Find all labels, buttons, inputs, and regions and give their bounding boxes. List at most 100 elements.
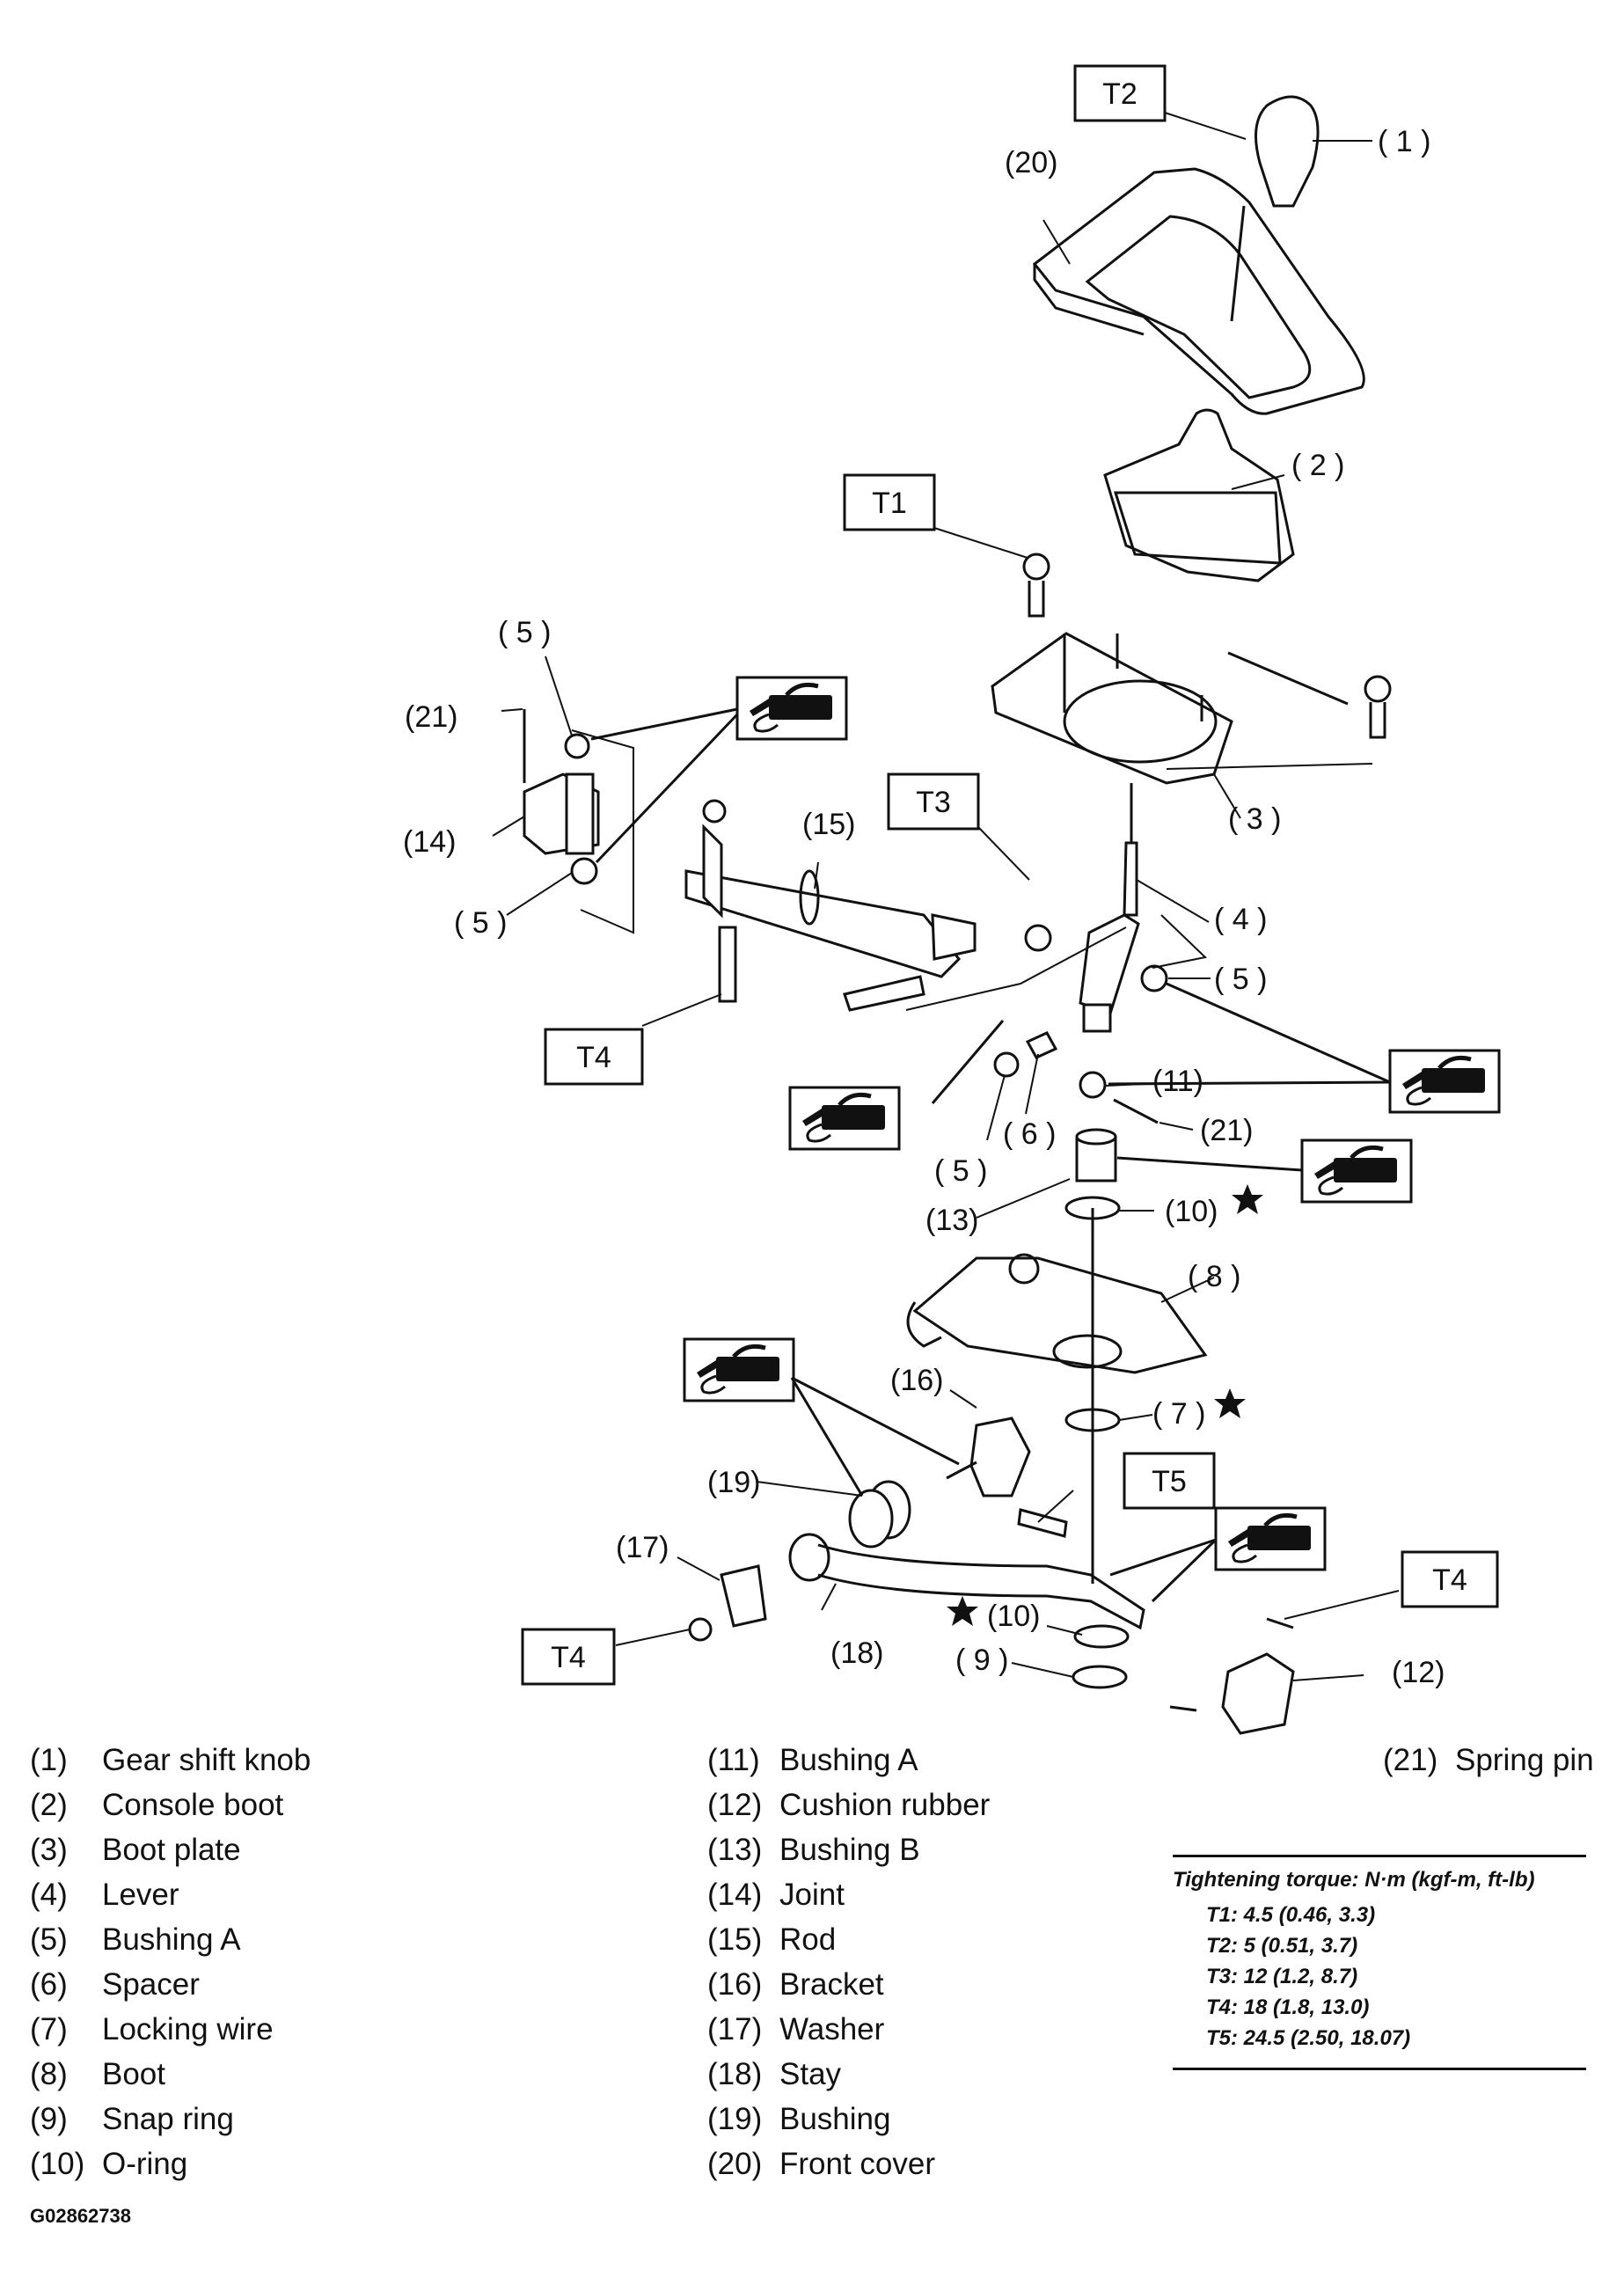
star-icon bbox=[1232, 1184, 1263, 1214]
star-icon bbox=[1214, 1388, 1246, 1418]
torque-row: T5: 24.5 (2.50, 18.07) bbox=[1206, 2026, 1411, 2050]
bushing-19-part bbox=[848, 1480, 911, 1549]
callout-1: ( 1 ) bbox=[1378, 125, 1430, 158]
nut-t4-left-part bbox=[688, 1617, 713, 1642]
legend-item: (8)Boot bbox=[30, 2057, 165, 2091]
callout-16: (16) bbox=[890, 1364, 943, 1397]
bushing-a-11-part bbox=[1079, 1071, 1107, 1099]
spring-pin-right-part bbox=[1113, 1098, 1159, 1124]
callout-15: (15) bbox=[802, 808, 855, 841]
boot-part bbox=[906, 1253, 1208, 1374]
callout-21-left: (21) bbox=[405, 700, 457, 734]
callout-8: ( 8 ) bbox=[1188, 1260, 1240, 1293]
bolt-rod-part bbox=[843, 975, 925, 1012]
legend-item: (5)Bushing A bbox=[30, 1922, 241, 1957]
figure-code: G02862738 bbox=[30, 2205, 131, 2227]
callout-10-bottom: (10) bbox=[987, 1600, 1040, 1633]
torque-row: T4: 18 (1.8, 13.0) bbox=[1206, 1995, 1370, 2019]
svg-text:T5: T5 bbox=[1152, 1465, 1187, 1498]
front-cover-part bbox=[1032, 167, 1365, 415]
torque-box-t4-right: T4 bbox=[1401, 1550, 1499, 1608]
nut-t3-part bbox=[1024, 924, 1052, 952]
callout-5-left: ( 5 ) bbox=[454, 906, 507, 940]
legend-item: (3)Boot plate bbox=[30, 1833, 241, 1867]
legend-item: (14)Joint bbox=[707, 1878, 845, 1912]
torque-box-t4-bottom: T4 bbox=[521, 1628, 616, 1686]
callout-3: ( 3 ) bbox=[1228, 802, 1281, 836]
legend-item: (11)Bushing A bbox=[707, 1743, 918, 1777]
legend-column-2: (11)Bushing A (12)Cushion rubber (13)Bus… bbox=[707, 1738, 990, 2186]
callout-12: (12) bbox=[1392, 1656, 1445, 1689]
svg-text:T4: T4 bbox=[551, 1641, 586, 1674]
legend-item: (18)Stay bbox=[707, 2057, 842, 2091]
callout-7: ( 7 ) bbox=[1152, 1397, 1205, 1431]
o-ring-bottom-part bbox=[1073, 1624, 1130, 1649]
legend-item: (16)Bracket bbox=[707, 1967, 884, 2002]
torque-row: T3: 12 (1.2, 8.7) bbox=[1206, 1965, 1358, 1988]
screw-right-part bbox=[1364, 675, 1392, 739]
callout-4: ( 4 ) bbox=[1214, 903, 1267, 936]
snap-ring-part bbox=[1072, 1665, 1128, 1689]
svg-text:T2: T2 bbox=[1102, 77, 1138, 111]
svg-text:T4: T4 bbox=[1432, 1563, 1467, 1597]
svg-text:T3: T3 bbox=[916, 786, 951, 819]
bushing-a-lower-part bbox=[993, 1051, 1020, 1078]
bushing-b-part bbox=[1075, 1128, 1117, 1182]
star-icon bbox=[947, 1596, 978, 1626]
callout-17: (17) bbox=[616, 1531, 669, 1564]
bushing-a-top-part bbox=[564, 733, 590, 759]
legend-item: (19)Bushing bbox=[707, 2102, 891, 2136]
torque-heading: Tightening torque: N·m (kgf-m, ft-lb) bbox=[1173, 1868, 1535, 1892]
grease-gun-icon bbox=[737, 677, 846, 739]
callout-5-right: ( 5 ) bbox=[1214, 963, 1267, 996]
callout-18: (18) bbox=[830, 1636, 883, 1670]
callout-19: (19) bbox=[707, 1466, 760, 1499]
legend-item: (7)Locking wire bbox=[30, 2012, 274, 2046]
bracket-part bbox=[946, 1417, 1031, 1497]
legend-item: (9)Snap ring bbox=[30, 2102, 234, 2136]
stay-part bbox=[788, 1533, 1145, 1630]
legend-item: (17)Washer bbox=[707, 2012, 885, 2046]
legend-column-1: (1)Gear shift knob (2)Console boot (3)Bo… bbox=[30, 1738, 311, 2186]
grease-gun-icon bbox=[684, 1339, 794, 1401]
legend-item: (12)Cushion rubber bbox=[707, 1788, 991, 1822]
gear-shift-knob-part bbox=[1230, 95, 1320, 322]
legend-item: (13)Bushing B bbox=[707, 1833, 920, 1867]
callout-9: ( 9 ) bbox=[955, 1644, 1008, 1677]
console-boot-part bbox=[1103, 408, 1295, 582]
svg-text:T1: T1 bbox=[872, 487, 907, 520]
joint-part bbox=[523, 709, 600, 855]
torque-box-t3: T3 bbox=[887, 772, 980, 831]
callout-10-top: (10) bbox=[1165, 1195, 1218, 1228]
torque-box-t4-left: T4 bbox=[544, 1028, 644, 1086]
grease-gun-icon bbox=[1390, 1051, 1499, 1112]
callout-14: (14) bbox=[403, 825, 456, 859]
grease-gun-icon bbox=[1216, 1508, 1325, 1570]
legend-column-3: (21)Spring pin bbox=[1383, 1738, 1594, 1783]
bolt-t4-left-part bbox=[718, 926, 737, 1003]
torque-box-t1: T1 bbox=[843, 473, 936, 531]
callout-2: ( 2 ) bbox=[1291, 449, 1344, 482]
bolt-t5-part bbox=[1017, 1508, 1068, 1538]
bushing-a-right-part bbox=[1140, 964, 1168, 992]
callout-5-top: ( 5 ) bbox=[498, 616, 551, 649]
washer-part bbox=[720, 1564, 767, 1628]
legend-item: (15)Rod bbox=[707, 1922, 837, 1957]
torque-row: T1: 4.5 (0.46, 3.3) bbox=[1206, 1903, 1376, 1927]
torque-box-t5: T5 bbox=[1123, 1452, 1216, 1510]
legend-item: (20)Front cover bbox=[707, 2147, 935, 2181]
legend-item: (6)Spacer bbox=[30, 1967, 200, 2002]
rod-part bbox=[684, 799, 977, 978]
callout-13: (13) bbox=[925, 1204, 978, 1237]
callout-20: (20) bbox=[1005, 146, 1057, 179]
bushing-a-left-part bbox=[570, 857, 598, 885]
spacer-part bbox=[1025, 1031, 1058, 1059]
lever-part bbox=[1079, 783, 1140, 1033]
grease-gun-icon bbox=[1302, 1140, 1411, 1202]
callout-21-right: (21) bbox=[1200, 1114, 1253, 1147]
callout-11: (11) bbox=[1152, 1065, 1203, 1098]
legend-item: (1)Gear shift knob bbox=[30, 1743, 311, 1777]
legend-item: (2)Console boot bbox=[30, 1788, 284, 1822]
legend-item: (10)O-ring bbox=[30, 2147, 188, 2181]
grease-gun-icon bbox=[790, 1087, 899, 1149]
